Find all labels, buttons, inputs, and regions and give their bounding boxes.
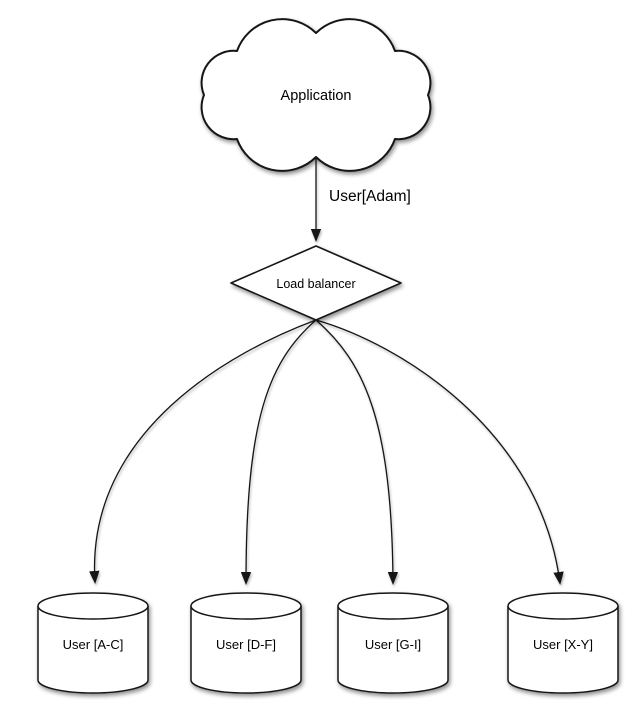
database-cylinder-top bbox=[190, 592, 302, 620]
edge-loadbalancer-to-shard-3 bbox=[315, 319, 399, 585]
database-cylinder-icon bbox=[507, 606, 619, 694]
database-cylinder-top bbox=[337, 592, 449, 620]
application-label: Application bbox=[281, 88, 352, 104]
load-balancer-label: Load balancer bbox=[276, 277, 355, 291]
diamond-icon bbox=[230, 245, 402, 321]
edge-loadbalancer-to-shard-1 bbox=[89, 319, 317, 584]
database-cylinder-icon bbox=[337, 606, 449, 694]
shard-label-1: User [A-C] bbox=[63, 637, 124, 652]
edge-loadbalancer-to-shard-2 bbox=[240, 319, 317, 585]
shard-label-4: User [X-Y] bbox=[533, 637, 593, 652]
database-cylinder-top bbox=[507, 592, 619, 620]
edges-layer bbox=[89, 157, 564, 585]
edge-loadbalancer-to-shard-4 bbox=[315, 319, 564, 585]
shards-layer: User [A-C] User [D-F] User [G-I] User [X… bbox=[37, 592, 619, 694]
shard-label-2: User [D-F] bbox=[216, 637, 276, 652]
cloud-icon bbox=[200, 18, 432, 172]
database-cylinder-icon bbox=[37, 606, 149, 694]
edge-label-user-adam: User[Adam] bbox=[329, 188, 411, 205]
database-cylinder-icon bbox=[190, 606, 302, 694]
shard-node-4: User [X-Y] bbox=[507, 592, 619, 694]
shard-label-3: User [G-I] bbox=[365, 637, 421, 652]
shard-node-1: User [A-C] bbox=[37, 592, 149, 694]
node-application: Application bbox=[200, 18, 432, 172]
node-load-balancer: Load balancer bbox=[230, 245, 402, 321]
shard-node-2: User [D-F] bbox=[190, 592, 302, 694]
shard-node-3: User [G-I] bbox=[337, 592, 449, 694]
database-cylinder-top bbox=[37, 592, 149, 620]
